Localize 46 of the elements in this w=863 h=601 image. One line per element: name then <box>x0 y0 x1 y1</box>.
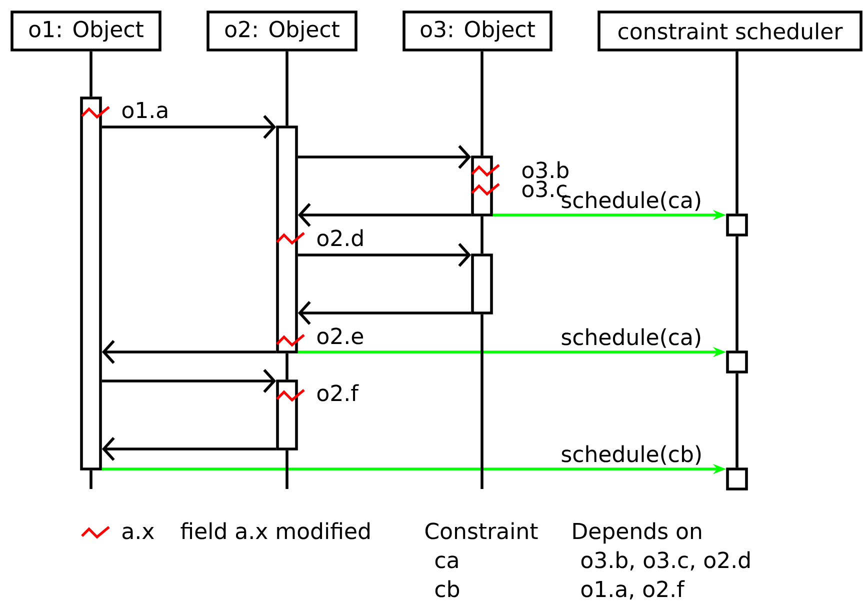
message-arrow <box>102 369 276 393</box>
lifeline <box>480 314 484 489</box>
field-name: o1.a <box>122 102 168 118</box>
message-arrow <box>298 301 472 325</box>
table-cell: o1.a, o2.f <box>581 580 685 600</box>
message-arrow <box>298 243 472 267</box>
message-arrow <box>102 437 276 461</box>
table-header: Depends on <box>573 522 702 544</box>
lifeline <box>736 373 738 468</box>
lifeline <box>736 236 738 351</box>
field-name: o2.f <box>317 384 359 402</box>
lifeline <box>736 51 738 214</box>
legend-label: a.x <box>122 526 154 540</box>
lifeline <box>90 470 92 489</box>
event-box <box>726 350 748 374</box>
table-cell: cb <box>435 580 460 598</box>
lifeline <box>480 216 484 254</box>
message-arrow <box>298 145 472 169</box>
lifeline <box>286 353 288 380</box>
message-arrow <box>102 340 276 364</box>
activation-bar <box>276 126 298 354</box>
table-header: Constraint <box>425 522 538 540</box>
lifeline <box>286 51 288 126</box>
object-box: o3: Object <box>402 10 552 52</box>
lifeline <box>90 51 92 97</box>
message-arrow <box>298 203 472 227</box>
event-box <box>726 468 748 490</box>
activation-bar <box>80 96 102 470</box>
legend-note: field a.x modified <box>180 522 370 540</box>
table-cell: ca <box>435 556 458 568</box>
edge-label: schedule(cb) <box>560 444 704 466</box>
lifeline <box>286 450 288 489</box>
edge-label: schedule(ca) <box>560 328 703 348</box>
event-box <box>726 214 748 236</box>
activation-bar <box>471 254 493 314</box>
field-name: o3.b <box>522 161 568 178</box>
field-name: o2.e <box>317 328 364 344</box>
activation-bar <box>276 380 298 450</box>
object-box: o2: Object <box>206 10 358 52</box>
field-name: o2.d <box>317 229 363 246</box>
object-box: constraint scheduler <box>598 10 862 52</box>
activation-bar <box>471 156 493 216</box>
table-cell: o3.b, o3.c, o2.d <box>581 551 750 571</box>
object-box: o1: Object <box>10 10 162 52</box>
message-arrow <box>102 115 276 139</box>
lifeline <box>480 51 484 156</box>
